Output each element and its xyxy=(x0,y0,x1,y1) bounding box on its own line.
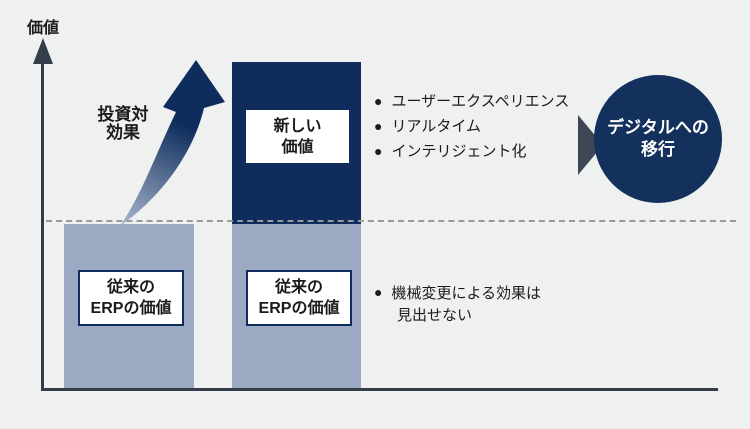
roi-label: 投資対 効果 xyxy=(78,106,168,142)
bullet-text: リアルタイム xyxy=(391,118,482,135)
bullet-text-continued: 見出せない xyxy=(397,306,473,324)
bullet-item: ● 機械変更による効果は xyxy=(374,281,541,303)
bullet-icon: ● xyxy=(374,284,383,300)
bullet-text: ユーザーエクスペリエンス xyxy=(391,93,570,110)
x-axis-line xyxy=(41,388,718,391)
bullet-item: ● インテリジェント化 xyxy=(374,138,569,163)
digital-transition-circle: デジタルへの 移行 xyxy=(594,75,722,203)
roi-label-line1: 投資対 xyxy=(97,105,149,124)
label-line2: 価値 xyxy=(281,138,314,156)
circle-label-line2: 移行 xyxy=(641,140,675,159)
y-axis-label: 価値 xyxy=(27,20,60,37)
label-line1: 従来の xyxy=(274,279,323,296)
bullet-text: インテリジェント化 xyxy=(391,143,527,160)
roi-label-line2: 効果 xyxy=(106,123,140,142)
label-line1: 従来の xyxy=(106,279,155,296)
label-line2: ERPの価値 xyxy=(90,300,172,317)
y-axis-arrow-icon xyxy=(33,38,53,64)
bullet-icon: ● xyxy=(374,92,383,109)
y-axis-line xyxy=(41,60,44,390)
bullet-item: ● リアルタイム xyxy=(374,113,569,138)
label-line2: ERPの価値 xyxy=(258,300,340,317)
label-box-new-value: 新しい 価値 xyxy=(246,110,349,163)
label-line1: 新しい xyxy=(273,117,322,135)
bullet-icon: ● xyxy=(374,142,383,159)
bullet-text: 機械変更による効果は xyxy=(391,284,542,302)
new-value-bullet-list: ● ユーザーエクスペリエンス ● リアルタイム ● インテリジェント化 xyxy=(374,88,569,163)
bullet-item: ● ユーザーエクスペリエンス xyxy=(374,88,569,113)
label-box-traditional-erp-left: 従来の ERPの価値 xyxy=(78,270,184,326)
circle-label-line1: デジタルへの xyxy=(607,118,709,137)
label-box-traditional-erp-right: 従来の ERPの価値 xyxy=(246,270,352,326)
old-value-bullet: ● 機械変更による効果は 見出せない xyxy=(374,281,541,325)
bullet-icon: ● xyxy=(374,117,383,134)
baseline-dashed-line xyxy=(46,220,736,222)
